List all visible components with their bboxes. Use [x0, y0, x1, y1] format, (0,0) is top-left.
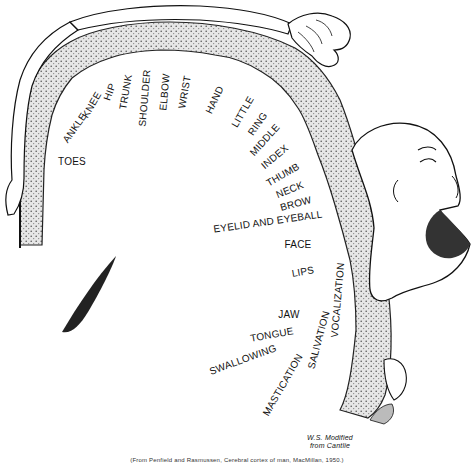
- body-part-label: FACE: [285, 240, 312, 250]
- body-part-label: VOCALIZATION: [330, 262, 347, 338]
- body-part-label: MASTICATION: [261, 352, 305, 417]
- nose-line: [452, 176, 458, 198]
- cortex-band: [20, 22, 391, 418]
- open-mouth: [426, 210, 470, 258]
- finger-lines: [298, 20, 332, 52]
- body-part-label: TOES: [58, 157, 86, 167]
- body-part-label: LIPS: [291, 265, 315, 279]
- body-part-label: HIP: [102, 82, 117, 102]
- body-part-label: SWALLOWING: [208, 343, 278, 377]
- body-part-label: WRIST: [177, 75, 193, 109]
- body-part-label: SALIVATION: [306, 310, 331, 370]
- homunculus-body: [70, 6, 292, 34]
- pharynx-shape: [370, 404, 394, 424]
- body-part-label: ELBOW: [158, 73, 171, 111]
- body-part-label: TONGUE: [250, 326, 295, 343]
- homunculus-tongue: [384, 359, 406, 400]
- body-part-label: HAND: [204, 85, 225, 116]
- ventricle-shape: [62, 256, 116, 332]
- figure-caption: (From Penfield and Rasmussen, Cerebral c…: [130, 457, 344, 463]
- ear-line: [394, 180, 399, 202]
- body-part-label: JAW: [278, 310, 299, 320]
- body-part-label: SHOULDER: [138, 69, 153, 127]
- homunculus-hand: [288, 13, 350, 66]
- homunculus-leg: [6, 22, 78, 215]
- credit-note: W.S. Modified from Cantlie: [299, 434, 361, 449]
- eye-brow: [418, 147, 436, 162]
- body-part-label: EYELID AND EYEBALL: [213, 209, 323, 234]
- body-part-label: KNEE: [81, 90, 104, 119]
- homunculus-head: [352, 123, 470, 301]
- body-part-label: TRUNK: [118, 74, 134, 111]
